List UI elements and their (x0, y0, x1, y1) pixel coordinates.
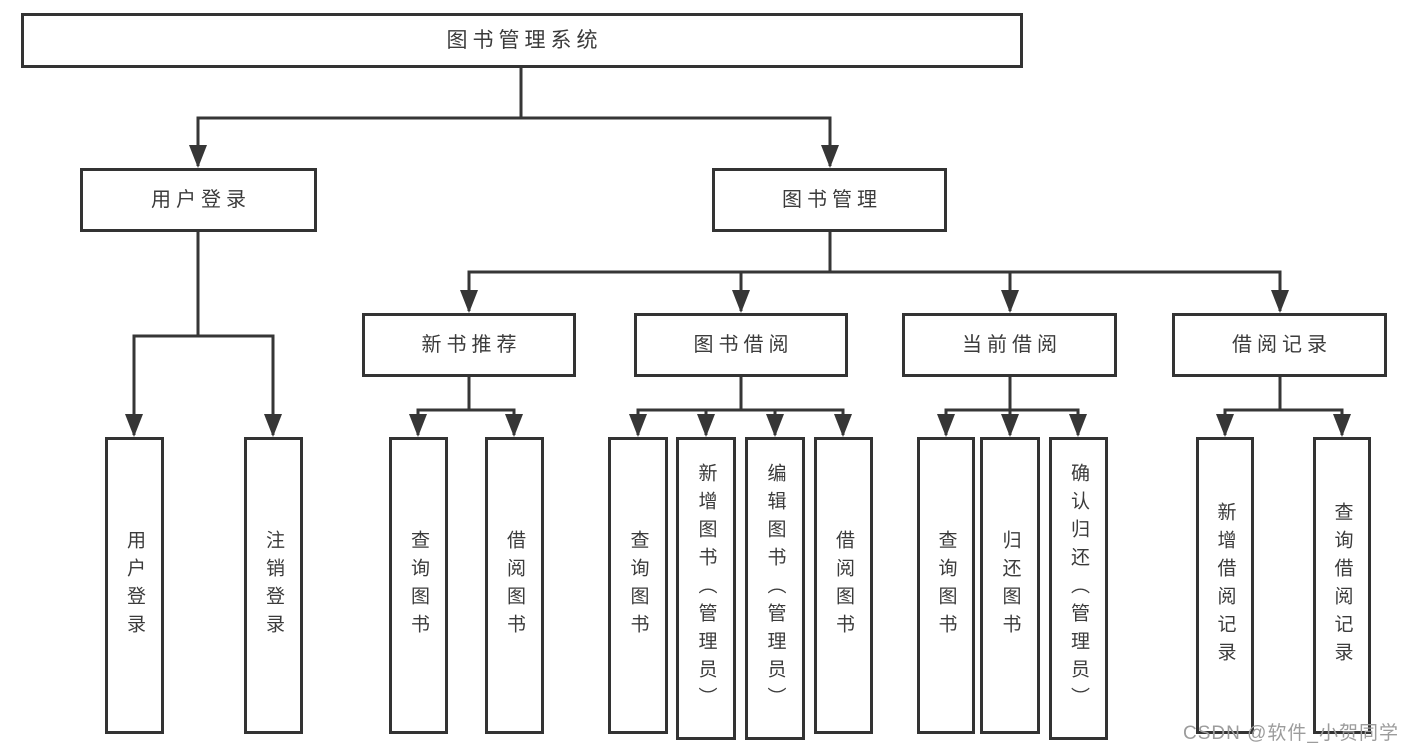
leaf-borrow-books: 借阅图书 (814, 437, 873, 734)
leaf-add-borrow-record: 新增借阅记录 (1196, 437, 1254, 734)
leaf-query-books-borrow: 查询图书 (608, 437, 668, 734)
leaf-borrow-books-recommend: 借阅图书 (485, 437, 544, 734)
leaf-confirm-return-admin: 确认归还（管理员） (1049, 437, 1108, 740)
leaf-query-books-recommend: 查询图书 (389, 437, 448, 734)
leaf-add-book-admin: 新增图书（管理员） (676, 437, 736, 740)
arrowheads (125, 145, 1351, 437)
leaf-query-borrow-record: 查询借阅记录 (1313, 437, 1371, 734)
node-new-book-recommend: 新书推荐 (362, 313, 576, 377)
csdn-watermark: CSDN @软件_小贺同学 (1183, 723, 1399, 744)
node-current-borrow: 当前借阅 (902, 313, 1117, 377)
leaf-return-books: 归还图书 (980, 437, 1040, 734)
node-book-management: 图书管理 (712, 168, 947, 232)
leaf-query-books-current: 查询图书 (917, 437, 975, 734)
node-book-borrow: 图书借阅 (634, 313, 848, 377)
node-borrow-records: 借阅记录 (1172, 313, 1387, 377)
leaf-user-login: 用户登录 (105, 437, 164, 734)
leaf-logout: 注销登录 (244, 437, 303, 734)
leaf-edit-book-admin: 编辑图书（管理员） (745, 437, 805, 740)
node-user-login: 用户登录 (80, 168, 317, 232)
node-root: 图书管理系统 (21, 13, 1023, 68)
